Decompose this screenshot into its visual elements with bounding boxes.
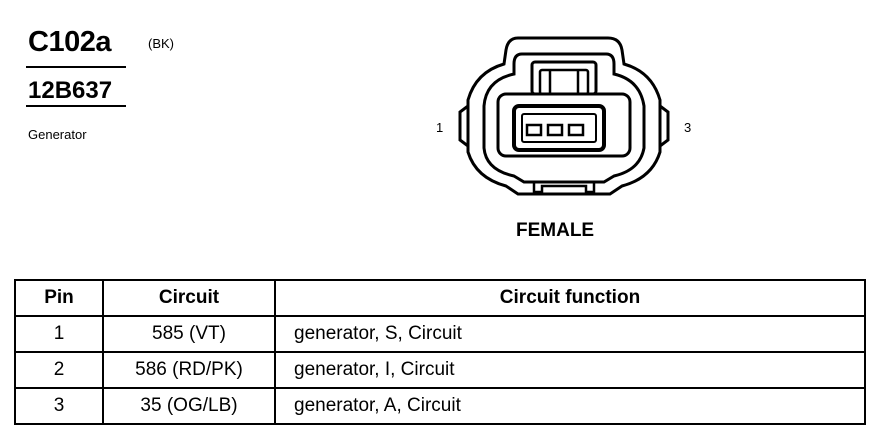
cell-circuit: 35 (OG/LB): [102, 387, 276, 425]
header-pin: Pin: [14, 279, 104, 317]
locking-tab-slot: [538, 68, 590, 96]
terminal-pin-3: [567, 123, 585, 137]
terminal-cavity: [512, 104, 606, 152]
cell-function: generator, S, Circuit: [274, 315, 866, 353]
component-name: Generator: [28, 127, 87, 142]
divider-top: [26, 66, 126, 68]
pin-1-label: 1: [436, 120, 444, 135]
header-circuit: Circuit: [102, 279, 276, 317]
terminal-cavity-inner: [521, 113, 597, 143]
color-code: (BK): [148, 36, 174, 51]
connector-housing-inner: [482, 52, 646, 184]
connector-housing-outer: [466, 36, 662, 196]
cell-pin: 2: [14, 351, 104, 389]
table-header-row: Pin Circuit Circuit function: [14, 279, 866, 317]
header-circuit-function: Circuit function: [274, 279, 866, 317]
divider-bottom: [26, 105, 126, 107]
housing-right-ear: [659, 104, 670, 148]
locking-tab: [530, 60, 598, 96]
cell-function: generator, I, Circuit: [274, 351, 866, 389]
table-row: 1 585 (VT) generator, S, Circuit: [14, 315, 866, 353]
cell-circuit: 586 (RD/PK): [102, 351, 276, 389]
cell-function: generator, A, Circuit: [274, 387, 866, 425]
cell-pin: 1: [14, 315, 104, 353]
table-row: 2 586 (RD/PK) generator, I, Circuit: [14, 351, 866, 389]
connector-face-diagram: [458, 36, 670, 196]
pin-3-label: 3: [684, 120, 692, 135]
pin-circuit-table: Pin Circuit Circuit function 1 585 (VT) …: [14, 279, 866, 425]
part-number: 12B637: [28, 77, 113, 104]
terminal-surround: [496, 92, 632, 158]
table-row: 3 35 (OG/LB) generator, A, Circuit: [14, 387, 866, 425]
bottom-latch: [532, 182, 596, 194]
terminal-pin-1: [525, 123, 543, 137]
terminal-pin-2: [546, 123, 564, 137]
housing-left-ear: [458, 104, 469, 148]
connector-gender-label: FEMALE: [516, 220, 595, 241]
connector-id: C102a: [28, 26, 111, 58]
cell-pin: 3: [14, 387, 104, 425]
cell-circuit: 585 (VT): [102, 315, 276, 353]
